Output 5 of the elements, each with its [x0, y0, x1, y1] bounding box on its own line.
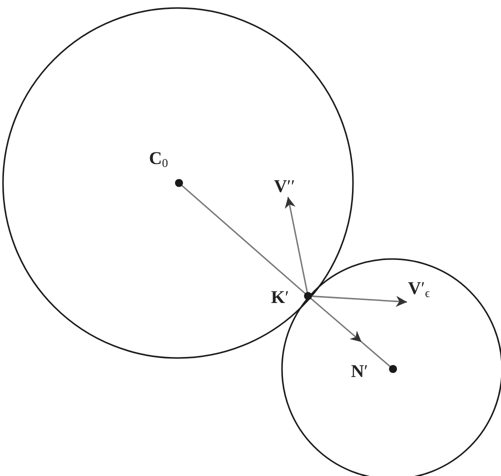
- point-label: K′: [271, 287, 289, 307]
- point-label: V′′: [274, 176, 295, 196]
- point-label: C$_{0}$: [149, 148, 168, 172]
- point-label: N′: [351, 361, 368, 381]
- point-label: V′$_{ϵ}$: [408, 278, 430, 302]
